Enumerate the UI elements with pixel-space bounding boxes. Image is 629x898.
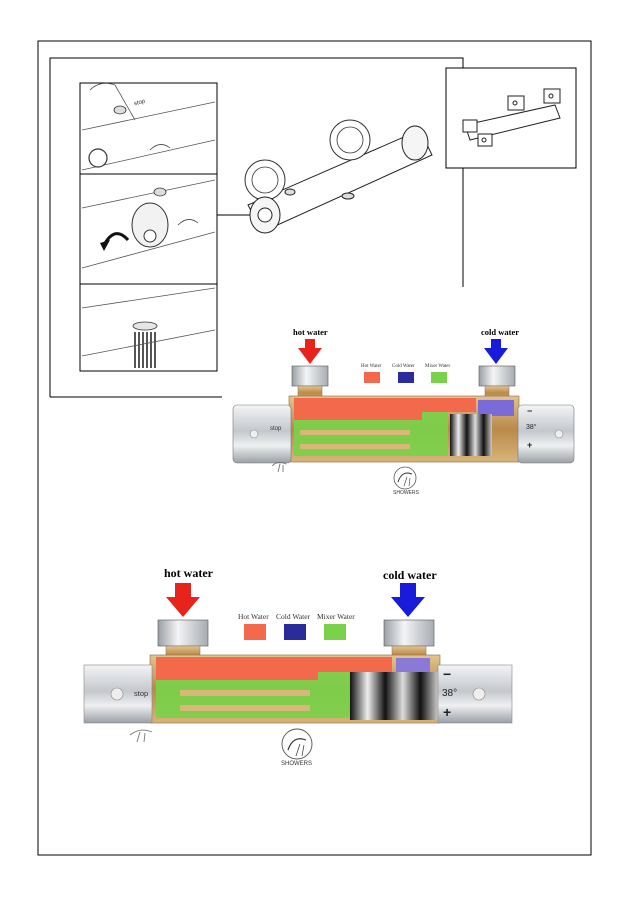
large-minus-label: − (443, 666, 452, 682)
large-diagram (83, 583, 513, 760)
large-hot-arrow (166, 583, 200, 617)
large-legend-hot-label: Hot Water (238, 612, 269, 621)
small-legend-mixed-swatch (431, 372, 447, 383)
detail-panel-1 (81, 82, 216, 171)
small-right-knob (517, 404, 575, 464)
large-legend-hot-swatch (244, 624, 266, 640)
detail-panel-2 (81, 179, 216, 269)
hand-shower-icon (149, 144, 171, 151)
detail-panel-3 (81, 287, 216, 368)
large-hand-shower-icon (129, 729, 153, 743)
small-hot-water-label: hot water (293, 327, 328, 337)
large-hot-inlet (157, 619, 209, 647)
small-minus-label: − (527, 406, 533, 416)
large-stop-label: stop (134, 689, 149, 698)
small-hot-arrow (298, 339, 322, 364)
small-hand-shower-icon (271, 462, 287, 473)
large-legend-cold-swatch (284, 624, 306, 640)
installation-section (49, 57, 577, 398)
large-temp-label: 38° (442, 688, 458, 699)
small-cold-arrow (484, 339, 508, 364)
small-legend-hot-label: Hot Water (361, 364, 382, 369)
small-legend-hot-swatch (364, 372, 380, 383)
bracket-line (49, 57, 464, 397)
large-hot-water-label: hot water (164, 566, 213, 580)
large-showers-label: SHOWERS (281, 761, 313, 767)
page-border (37, 40, 592, 856)
small-temp-label: 38° (526, 424, 537, 431)
small-hot-inlet (291, 365, 329, 387)
bracket-sketch (462, 88, 561, 147)
large-cold-water-label: cold water (383, 568, 437, 582)
large-legend-mixed-swatch (324, 624, 346, 640)
small-cold-inlet (478, 365, 516, 387)
large-cold-arrow (391, 583, 425, 617)
large-legend-cold-label: Cold Water (276, 612, 311, 621)
small-showers-label: SHOWERS (393, 490, 419, 496)
large-cold-inlet (383, 619, 435, 647)
valve-sketch (244, 119, 433, 234)
small-legend-cold-swatch (398, 372, 414, 383)
small-left-knob (232, 404, 292, 464)
large-legend-mixed-label: Mixer Water (317, 612, 355, 621)
small-shower-icon (393, 466, 417, 490)
small-legend-mixed-label: Mixer Water (425, 364, 451, 369)
small-plus-label: + (527, 440, 533, 450)
small-diagram (232, 339, 575, 490)
small-cold-water-label: cold water (481, 327, 520, 337)
small-stop-label: stop (270, 426, 282, 432)
large-plus-label: + (443, 704, 452, 720)
large-shower-icon (281, 728, 313, 760)
small-legend-cold-label: Cold Water (392, 364, 415, 369)
